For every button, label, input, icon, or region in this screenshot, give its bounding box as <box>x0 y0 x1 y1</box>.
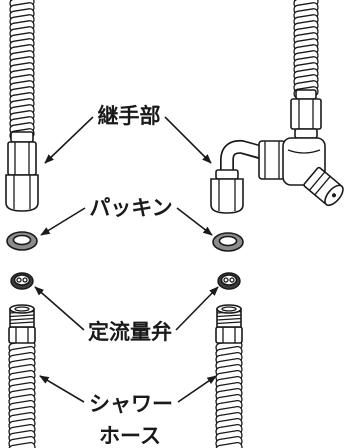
bent-pipe <box>220 139 266 179</box>
arrow-flow-valve-right <box>175 286 219 331</box>
flow-valve-port <box>223 277 229 283</box>
threaded-end-opening <box>9 304 35 314</box>
valve-knob <box>303 166 344 207</box>
threaded-end-bore <box>221 306 237 312</box>
thread-line <box>216 317 242 321</box>
side-port-nut <box>258 140 286 180</box>
label-flow-valve: 定流量弁 <box>88 320 172 344</box>
threaded-end-bore <box>14 306 30 312</box>
flow-valve-port <box>16 277 22 283</box>
hex-collar <box>8 326 36 344</box>
hex-collar-body <box>215 326 243 344</box>
arrow-packing-left <box>40 207 86 236</box>
arrow-hose-right <box>177 375 217 403</box>
arrow-packing-right <box>176 207 213 236</box>
t-valve-contour <box>287 149 321 154</box>
packing-washer-left <box>6 231 38 251</box>
hose-collar <box>295 89 317 100</box>
label-packing: パッキン <box>89 196 172 220</box>
valve-knob-ring <box>308 171 326 191</box>
left-lower-assembly <box>8 304 36 448</box>
right-lower-shower-hose <box>215 339 243 448</box>
hose-collar <box>10 131 34 143</box>
arrow-flow-valve-left <box>34 286 85 331</box>
thread-line <box>9 317 35 321</box>
valve-knob-ring <box>314 176 331 196</box>
flow-valve-port <box>22 277 28 283</box>
bent-pipe-fill <box>221 141 266 179</box>
label-joint: 継手部 <box>98 104 161 128</box>
flow-valve-right <box>217 272 241 290</box>
joint-nut-body <box>210 178 244 214</box>
hex-nut <box>290 98 322 130</box>
left-lower-shower-hose <box>8 339 36 448</box>
thread-line <box>216 314 242 318</box>
thread-line <box>216 321 242 325</box>
arrow-hose-left <box>39 375 85 403</box>
washer-hole <box>218 235 238 247</box>
joint-nut-left <box>5 174 39 212</box>
hex-collar-body <box>8 326 36 344</box>
part-labels: 継手部 パッキン 定流量弁 シャワー ホース <box>88 104 173 448</box>
left-upper-assembly <box>5 0 39 212</box>
hex-nut-body <box>290 98 322 130</box>
washer-hole <box>12 234 32 246</box>
hose-collar <box>215 169 239 180</box>
label-shower-hose-line1: シャワー <box>89 392 173 416</box>
arrow-joint-right <box>164 116 212 164</box>
threaded-end <box>9 304 35 328</box>
right-lower-assembly <box>215 304 243 448</box>
packing-washer-right <box>212 232 244 252</box>
thread-line <box>9 314 35 318</box>
hex-nut <box>7 141 37 176</box>
joint-nut-right <box>210 178 244 214</box>
arrow-joint-left <box>44 116 94 164</box>
side-port-nut-body <box>258 140 286 180</box>
hose-rib <box>8 441 36 448</box>
right-upper-shower-hose <box>293 0 319 99</box>
hex-collar <box>215 326 243 344</box>
hex-nut-body <box>7 141 37 176</box>
leader-arrows <box>34 116 219 403</box>
joint-nut-body <box>5 174 39 212</box>
right-upper-assembly <box>210 0 344 214</box>
flow-valve-left <box>10 272 34 290</box>
hose-rib <box>215 441 243 448</box>
threaded-end <box>216 304 242 328</box>
valve-knob-slot <box>331 193 336 198</box>
label-shower-hose-line2: ホース <box>99 424 161 448</box>
valve-collar <box>294 128 318 139</box>
flow-valve-port <box>229 277 235 283</box>
thread-line <box>9 321 35 325</box>
left-upper-shower-hose <box>9 0 35 141</box>
threaded-end-opening <box>216 304 242 314</box>
